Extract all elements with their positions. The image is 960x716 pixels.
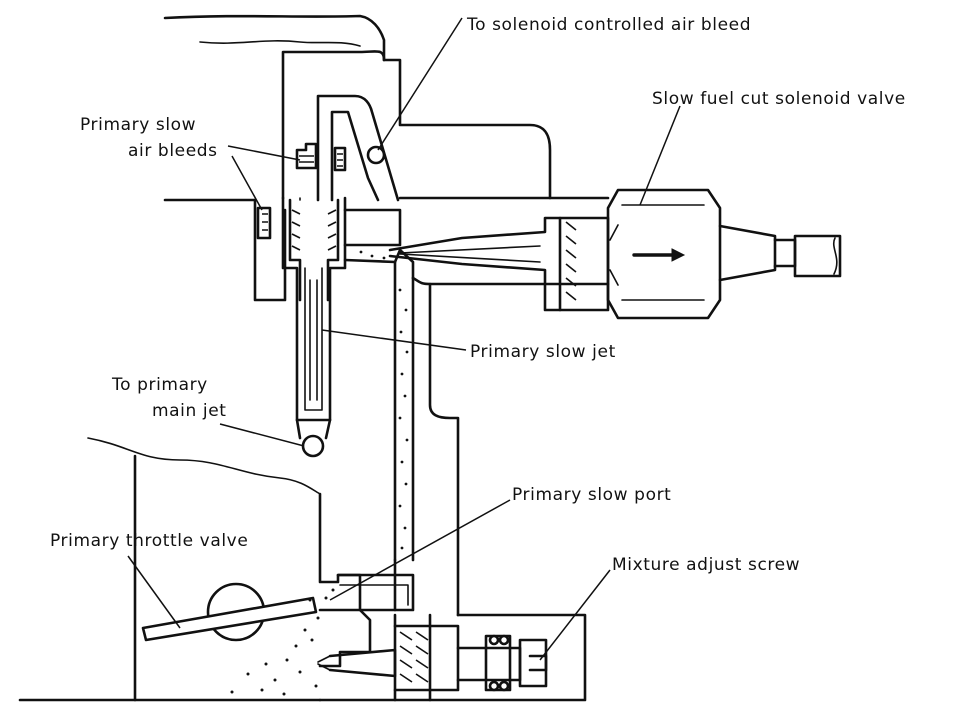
fuel-cut-solenoid-valve: [388, 188, 842, 320]
label-solenoid-air-bleed: To solenoid controlled air bleed: [466, 15, 751, 35]
label-slow-jet: Primary slow jet: [470, 342, 616, 362]
leader-mixture-screw: [539, 569, 611, 661]
vertical-passage: [343, 248, 610, 617]
slow-jet-center: [309, 279, 318, 401]
label-throttle-valve: Primary throttle valve: [50, 531, 248, 551]
callout-labels: To solenoid controlled air bleed Slow fu…: [50, 15, 906, 575]
mixture-needle: [328, 648, 397, 678]
left-side-channel: [253, 198, 287, 302]
main-jet-tube: [295, 418, 332, 440]
solenoid-wire-lead: [793, 234, 842, 278]
left-bleed-cap: [256, 206, 272, 240]
main-jet-ball: [301, 434, 325, 458]
right-body-wall: [428, 282, 460, 617]
left-bleed-threads: [262, 213, 268, 231]
label-slow-air-bleeds-line1: Primary slow: [80, 115, 196, 135]
vertical-passage-walls: [393, 260, 415, 562]
leader-throttle-valve: [127, 555, 181, 629]
slow-jet-inner-bore: [299, 197, 323, 411]
housing-texture: [199, 40, 361, 47]
air-bleed-fitting-left: [295, 142, 318, 170]
leader-lines: [127, 17, 681, 661]
solenoid-air-bleed-port: [366, 145, 386, 165]
slow-port-channel: [336, 558, 415, 612]
jet-cross-passage: [343, 208, 402, 247]
passage-lower-wall: [411, 276, 610, 286]
leader-slow-port: [329, 499, 511, 601]
air-bleed-channel: [316, 94, 400, 202]
air-bleed-channel-inner: [330, 110, 380, 202]
slow-jet-threaded-section: [288, 198, 340, 302]
mixture-screw-slot: [528, 654, 548, 672]
label-mixture-screw: Mixture adjust screw: [612, 555, 800, 575]
leader-main-jet: [219, 423, 305, 447]
bore-right-wall-upper: [318, 492, 397, 612]
label-fuel-cut-valve: Slow fuel cut solenoid valve: [652, 89, 906, 109]
leader-solenoid-air-bleed: [377, 17, 463, 151]
mixture-screw-threads: [399, 631, 429, 683]
label-main-jet-line1: To primary: [111, 375, 208, 395]
solenoid-needle: [399, 245, 541, 263]
label-main-jet-line2: main jet: [152, 401, 227, 421]
label-slow-air-bleeds-line2: air bleeds: [128, 141, 218, 161]
flow-arrow-head: [671, 248, 686, 262]
solenoid-nut-facets: [609, 204, 705, 301]
housing-outline: [281, 50, 552, 200]
mixture-screw-head: [518, 638, 548, 688]
mixture-needle-tip: [317, 655, 331, 671]
mixture-spring-box: [484, 634, 512, 692]
solenoid-nut: [606, 188, 722, 320]
slow-jet-assembly: [281, 196, 402, 458]
mixture-screw-body: [393, 624, 460, 692]
bore-break-line: [87, 437, 321, 495]
solenoid-needle-housing: [388, 216, 610, 312]
throttle-plate: [141, 596, 318, 642]
label-slow-port: Primary slow port: [512, 485, 671, 505]
mixture-screw-assembly: [317, 613, 587, 702]
fuel-spray-droplets: [230, 588, 335, 696]
solenoid-connector: [773, 238, 797, 268]
wire-break: [833, 237, 838, 275]
air-bleed-fitting-right: [333, 146, 347, 172]
slow-port-inner: [339, 584, 409, 606]
air-bleed-block: [295, 94, 400, 202]
air-bleed-threads: [299, 153, 343, 167]
mixture-spring-coils: [488, 634, 510, 692]
solenoid-nose: [718, 224, 777, 282]
slow-jet-outer: [281, 196, 347, 422]
passage-junction: [343, 248, 415, 280]
slow-jet-threads: [291, 209, 337, 251]
fuel-droplets: [359, 250, 409, 550]
leader-slow-air-bleeds: [227, 145, 301, 211]
throttle-bore: [18, 437, 415, 702]
leader-slow-jet: [321, 329, 467, 351]
mixture-housing: [318, 613, 587, 702]
housing-break-line: [163, 14, 386, 62]
mixture-bore: [393, 613, 432, 702]
upper-housing: [163, 14, 610, 202]
solenoid-threads: [565, 221, 577, 301]
leader-fuel-cut-valve: [639, 105, 681, 206]
left-bleed-fittings: [253, 198, 287, 302]
